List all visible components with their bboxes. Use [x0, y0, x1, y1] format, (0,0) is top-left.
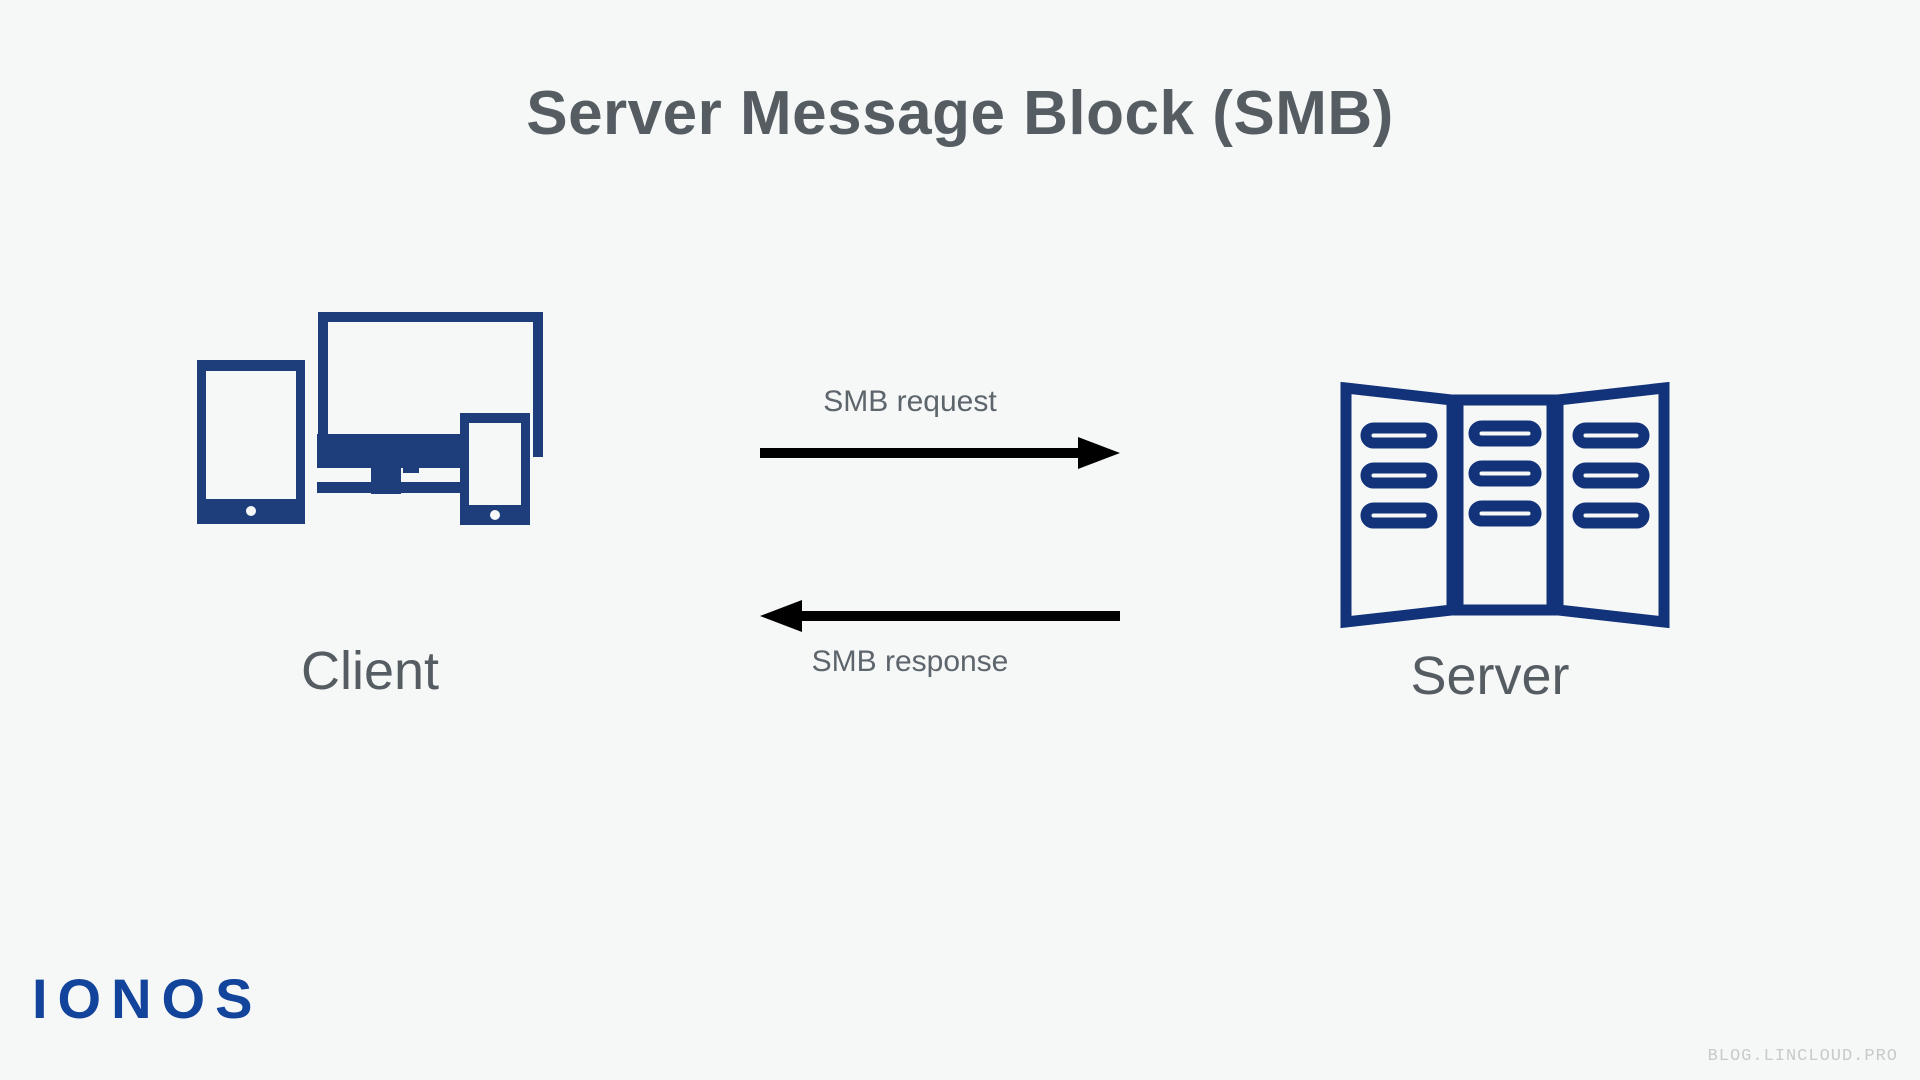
page-title: Server Message Block (SMB) [526, 79, 1394, 148]
monitor-foot-icon [317, 482, 461, 493]
smb-response-label: SMB response [811, 645, 1009, 678]
tablet-home-button-icon [246, 506, 256, 516]
tablet-screen [206, 371, 296, 499]
smartphone-icon [460, 413, 530, 525]
phone-screen [469, 423, 521, 505]
server-label: Server [1410, 646, 1570, 706]
tablet-icon [197, 360, 305, 524]
smb-response-arrow-icon [760, 600, 1120, 632]
monitor-screen-icon [318, 312, 543, 457]
smb-request-label: SMB request [823, 385, 997, 418]
server-rack-icon [1340, 381, 1670, 629]
phone-home-button-icon [490, 510, 500, 520]
smb-request-arrow-icon [760, 437, 1120, 469]
client-devices-icon [185, 300, 555, 560]
client-label: Client [300, 641, 440, 701]
ionos-logo: IONOS [32, 967, 263, 1030]
watermark-text: BLOG.LINCLOUD.PRO [1707, 1047, 1898, 1066]
